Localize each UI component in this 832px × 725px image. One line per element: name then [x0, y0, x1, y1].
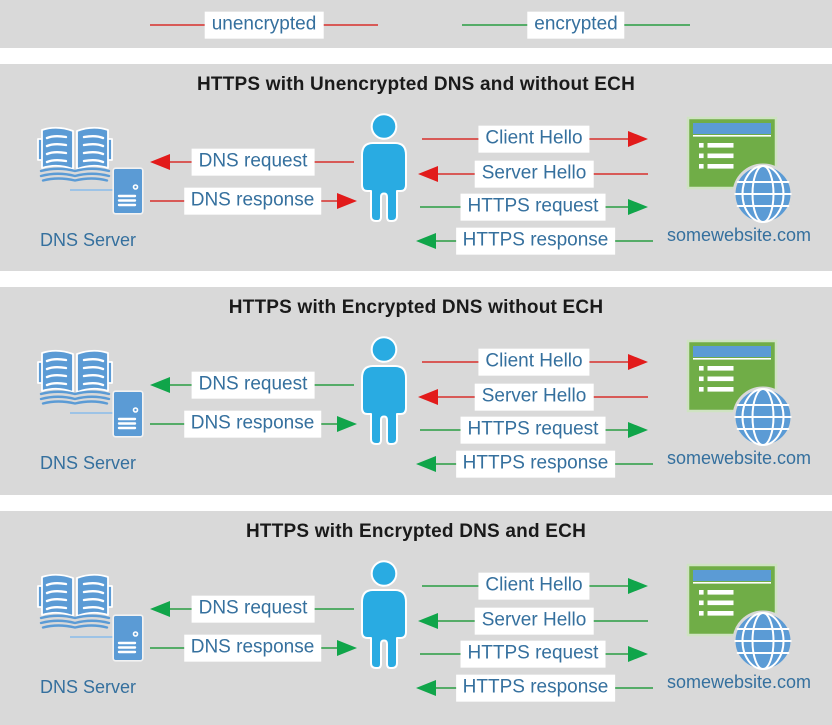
- legend-item-encrypted: encrypted: [462, 10, 690, 40]
- arrow-server-hello: Server Hello: [418, 383, 650, 411]
- book-icon: [37, 347, 113, 407]
- arrow-https-request: HTTPS request: [418, 416, 648, 444]
- arrow-label: DNS response: [183, 410, 322, 438]
- book-server-connector: [70, 636, 114, 638]
- website-label: somewebsite.com: [666, 672, 812, 692]
- arrowhead-icon: [418, 389, 438, 405]
- user-icon: [356, 560, 412, 670]
- arrowhead-icon: [628, 354, 648, 370]
- arrow-server-hello: Server Hello: [418, 160, 650, 188]
- arrowhead-icon: [337, 416, 357, 432]
- arrowhead-icon: [150, 377, 170, 393]
- arrow-client-hello: Client Hello: [420, 125, 648, 153]
- arrow-dns-request: DNS request: [150, 148, 356, 176]
- dns-server-label: DNS Server: [39, 453, 137, 473]
- arrow-label: HTTPS request: [460, 640, 606, 668]
- dns-server-label: DNS Server: [39, 677, 137, 697]
- book-icon: [37, 571, 113, 631]
- server-icon: [112, 390, 144, 438]
- server-icon: [112, 167, 144, 215]
- arrowhead-icon: [628, 578, 648, 594]
- arrow-label: Server Hello: [474, 607, 594, 635]
- user-icon: [356, 113, 412, 223]
- arrow-https-request: HTTPS request: [418, 193, 648, 221]
- arrow-client-hello: Client Hello: [420, 572, 648, 600]
- arrow-client-hello: Client Hello: [420, 348, 648, 376]
- website-label: somewebsite.com: [666, 225, 812, 245]
- website-icon: [686, 563, 798, 677]
- arrow-https-request: HTTPS request: [418, 640, 648, 668]
- arrow-dns-response: DNS response: [148, 410, 357, 438]
- panel-encrypted-dns-with-ech: HTTPS with Encrypted DNS and ECH DNS Ser…: [0, 511, 832, 725]
- arrow-label: HTTPS request: [460, 193, 606, 221]
- arrow-label: HTTPS response: [455, 674, 616, 702]
- arrowhead-icon: [628, 646, 648, 662]
- arrowhead-icon: [150, 154, 170, 170]
- panel-encrypted-dns-no-ech: HTTPS with Encrypted DNS without ECH DNS…: [0, 287, 832, 495]
- arrow-dns-response: DNS response: [148, 187, 357, 215]
- legend: unencrypted encrypted: [0, 0, 832, 48]
- arrowhead-icon: [416, 456, 436, 472]
- arrowhead-icon: [628, 199, 648, 215]
- arrow-label: DNS response: [183, 187, 322, 215]
- arrow-dns-response: DNS response: [148, 634, 357, 662]
- arrow-label: Server Hello: [474, 383, 594, 411]
- arrowhead-icon: [337, 193, 357, 209]
- arrow-label: HTTPS request: [460, 416, 606, 444]
- user-icon: [356, 336, 412, 446]
- arrowhead-icon: [418, 166, 438, 182]
- arrowhead-icon: [416, 680, 436, 696]
- website-label: somewebsite.com: [666, 448, 812, 468]
- arrow-https-response: HTTPS response: [416, 674, 655, 702]
- arrowhead-icon: [416, 233, 436, 249]
- arrow-label: DNS request: [191, 371, 315, 399]
- arrow-label: Client Hello: [478, 125, 590, 153]
- arrowhead-icon: [337, 640, 357, 656]
- dns-server-label: DNS Server: [39, 230, 137, 250]
- server-icon: [112, 614, 144, 662]
- book-server-connector: [70, 189, 114, 191]
- arrow-label: Client Hello: [478, 348, 590, 376]
- arrow-label: HTTPS response: [455, 227, 616, 255]
- arrow-label: DNS request: [191, 148, 315, 176]
- panel-title: HTTPS with Encrypted DNS and ECH: [246, 521, 586, 542]
- arrow-dns-request: DNS request: [150, 371, 356, 399]
- panel-unencrypted-dns-no-ech: HTTPS with Unencrypted DNS and without E…: [0, 64, 832, 271]
- arrow-label: HTTPS response: [455, 450, 616, 478]
- arrow-https-response: HTTPS response: [416, 450, 655, 478]
- arrow-label: Client Hello: [478, 572, 590, 600]
- arrow-label: DNS request: [191, 595, 315, 623]
- website-icon: [686, 339, 798, 453]
- arrowhead-icon: [628, 422, 648, 438]
- book-server-connector: [70, 412, 114, 414]
- arrow-server-hello: Server Hello: [418, 607, 650, 635]
- legend-item-unencrypted: unencrypted: [150, 10, 378, 40]
- arrowhead-icon: [628, 131, 648, 147]
- arrowhead-icon: [418, 613, 438, 629]
- arrow-label: Server Hello: [474, 160, 594, 188]
- arrow-label: DNS response: [183, 634, 322, 662]
- arrow-dns-request: DNS request: [150, 595, 356, 623]
- arrow-https-response: HTTPS response: [416, 227, 655, 255]
- legend-label-unencrypted: unencrypted: [204, 11, 324, 39]
- legend-label-encrypted: encrypted: [527, 11, 625, 39]
- panel-title: HTTPS with Encrypted DNS without ECH: [228, 297, 604, 318]
- panel-title: HTTPS with Unencrypted DNS and without E…: [196, 74, 635, 95]
- book-icon: [37, 124, 113, 184]
- arrowhead-icon: [150, 601, 170, 617]
- website-icon: [686, 116, 798, 230]
